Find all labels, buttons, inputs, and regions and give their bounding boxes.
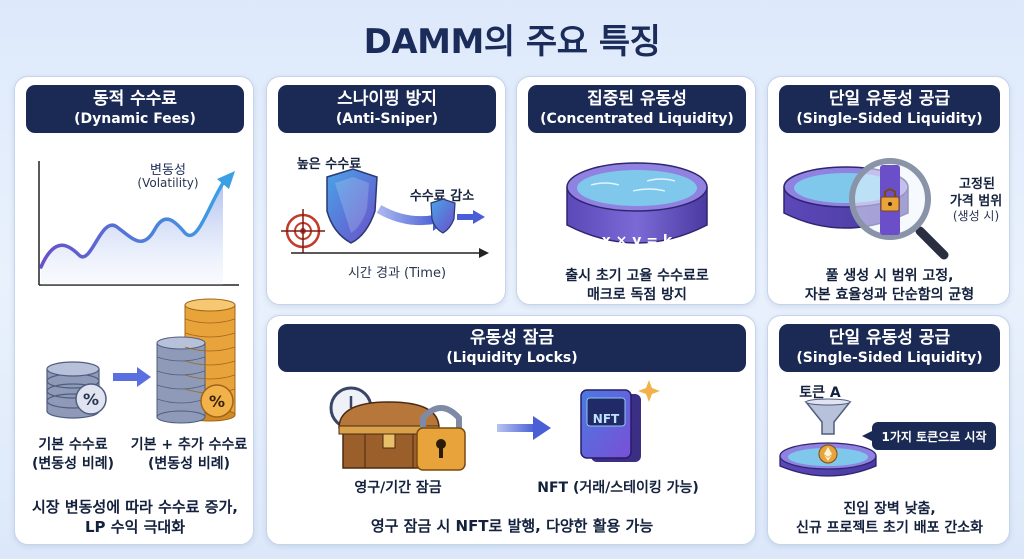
token-label: 토큰 A <box>799 385 841 401</box>
base-coins-icon: % <box>46 361 107 419</box>
volatility-chart-icon <box>38 161 239 286</box>
card-subtitle: (Single-Sided Liquidity) <box>796 111 983 127</box>
card-header: 스나이핑 방지 (Anti-Sniper) <box>278 85 496 133</box>
card-subtitle: (Liquidity Locks) <box>446 350 578 366</box>
formula-label: x × y = k <box>601 233 673 249</box>
start-bubble-text: 1가지 토큰으로 시작 <box>881 430 987 444</box>
card-description-2: 자본 효율성과 단순함의 균형 <box>804 287 975 303</box>
card-description-2: LP 수익 극대화 <box>85 518 185 536</box>
extra-fee-sub: (변동성 비례) <box>147 456 231 472</box>
lock-label: 영구/기간 잠금 <box>354 480 442 496</box>
volatility-label: 변동성 <box>150 163 186 178</box>
time-axis-label: 시간 경과 (Time) <box>347 266 447 281</box>
card-header: 단일 유동성 공급 (Single-Sided Liquidity) <box>779 324 1000 372</box>
base-fee-sub: (변동성 비례) <box>31 456 115 472</box>
card-description: 진입 장벽 낮춤, <box>843 501 936 517</box>
card-title: 단일 유동성 공급 <box>828 328 951 348</box>
card-title: 동적 수수료 <box>92 89 178 109</box>
chest-lock-icon <box>329 386 466 471</box>
card-subtitle: (Concentrated Liquidity) <box>540 111 734 127</box>
card-description-2: 매크로 독점 방지 <box>587 287 687 303</box>
fee-down-label: 수수료 감소 <box>409 189 475 204</box>
fixed-range-label: 고정된 <box>959 177 995 192</box>
svg-text:%: % <box>83 390 99 409</box>
card-title: 유동성 잠금 <box>469 328 555 348</box>
card-dynamic-fees: 동적 수수료 (Dynamic Fees) 변동성 (Volatility) <box>14 76 254 545</box>
card-header: 단일 유동성 공급 (Single-Sided Liquidity) <box>779 85 1000 133</box>
card-subtitle: (Dynamic Fees) <box>74 111 196 127</box>
card-anti-sniper: 스나이핑 방지 (Anti-Sniper) 높은 수수료 수수료 감소 시간 경 <box>266 76 506 305</box>
card-liquidity-locks: 유동성 잠금 (Liquidity Locks) <box>266 315 756 545</box>
fixed-range-label-3: (생성 시) <box>952 209 1000 223</box>
card-description-2: 신규 프로젝트 초기 배포 간소화 <box>796 520 983 536</box>
card-subtitle: (Anti-Sniper) <box>335 111 439 127</box>
card-description: 영구 잠금 시 NFT로 발행, 다양한 활용 가능 <box>370 517 654 535</box>
card-header: 동적 수수료 (Dynamic Fees) <box>26 85 244 133</box>
nft-label: NFT (거래/스테이킹 가능) <box>537 480 699 496</box>
page-title: DAMM의 주요 특징 <box>363 22 661 62</box>
funnel-pool-icon <box>779 398 877 477</box>
time-axis-icon <box>291 248 489 258</box>
card-description: 출시 초기 고율 수수료로 <box>565 268 709 284</box>
card-single-sided-2: 단일 유동성 공급 (Single-Sided Liquidity) 토큰 A … <box>767 315 1010 545</box>
extra-fee-label: 기본 + 추가 수수료 <box>130 437 248 453</box>
card-description: 시장 변동성에 따라 수수료 증가, <box>32 498 238 516</box>
shield-icon <box>326 168 485 244</box>
high-fee-label: 높은 수수료 <box>296 157 362 172</box>
card-title: 스나이핑 방지 <box>337 89 437 109</box>
pool-icon <box>566 162 708 244</box>
card-title: 집중된 유동성 <box>587 89 687 109</box>
card-title: 단일 유동성 공급 <box>828 89 951 109</box>
base-fee-label: 기본 수수료 <box>38 437 108 453</box>
nft-badge-label: NFT <box>592 412 620 426</box>
extra-coins-icon: % <box>156 298 236 424</box>
card-description: 풀 생성 시 범위 고정, <box>825 268 954 284</box>
card-single-sided-1: 단일 유동성 공급 (Single-Sided Liquidity) 고정된 가… <box>767 76 1010 305</box>
start-bubble <box>872 422 996 450</box>
card-concentrated-liquidity: 집중된 유동성 (Concentrated Liquidity) x × y =… <box>516 76 756 305</box>
crosshair-icon <box>281 209 325 253</box>
bubble-tail-icon <box>862 430 874 442</box>
volatility-label-en: (Volatility) <box>137 176 199 190</box>
nft-card-icon <box>580 380 660 462</box>
fixed-range-label-2: 가격 범위 <box>949 194 1003 209</box>
arrow-right-icon <box>497 416 551 440</box>
magnifier-pool-icon <box>783 158 949 260</box>
card-header: 집중된 유동성 (Concentrated Liquidity) <box>528 85 746 133</box>
svg-text:%: % <box>209 392 225 411</box>
card-header: 유동성 잠금 (Liquidity Locks) <box>278 324 746 372</box>
card-subtitle: (Single-Sided Liquidity) <box>796 350 983 366</box>
arrow-right-icon <box>113 367 151 387</box>
